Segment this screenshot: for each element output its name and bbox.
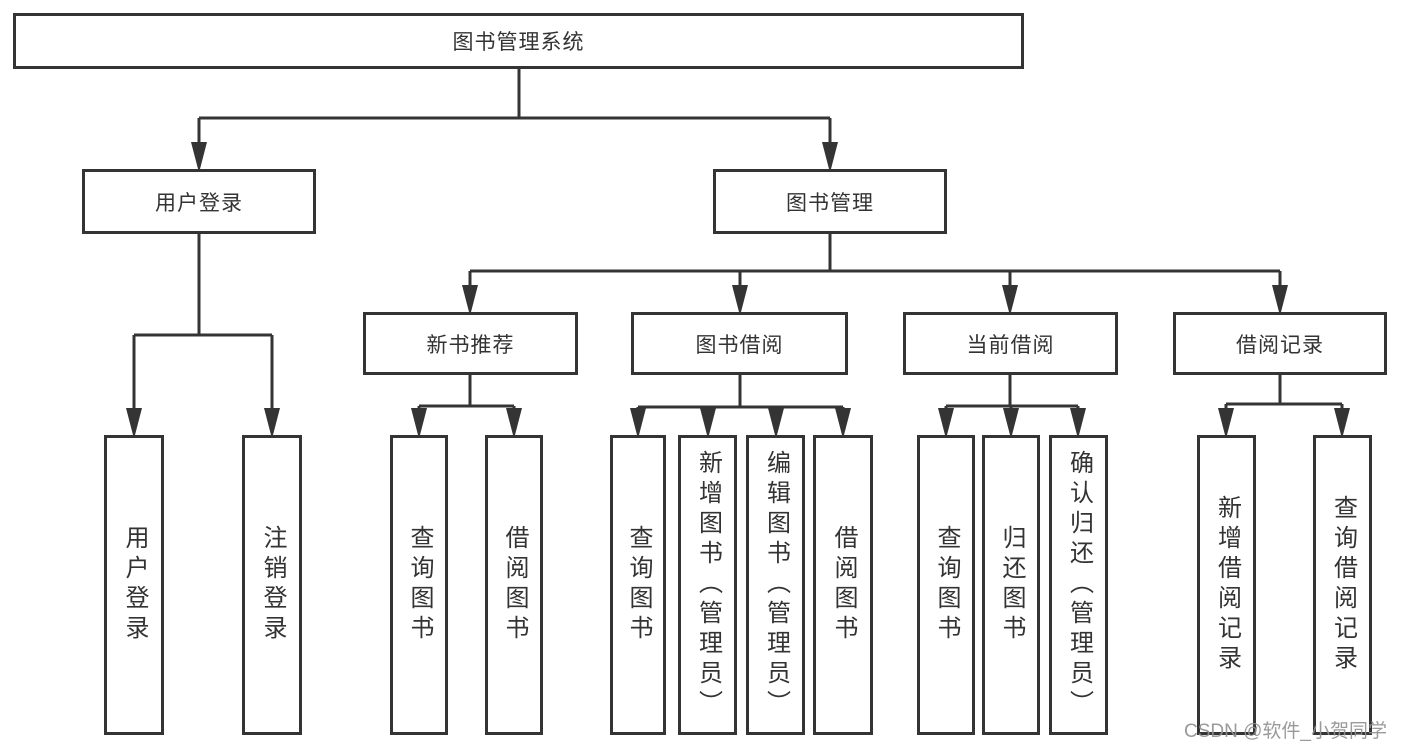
leaf-label: 查询图书 bbox=[933, 525, 960, 645]
node-user-login: 用户登录 bbox=[82, 169, 316, 234]
leaf-label: 用户登录 bbox=[121, 525, 148, 645]
leaf-label: 新增借阅记录 bbox=[1213, 495, 1241, 675]
leaf-logout-login: 注销登录 bbox=[242, 435, 302, 735]
leaf-label: 借阅图书 bbox=[501, 525, 528, 645]
leaf-user-login: 用户登录 bbox=[104, 435, 164, 735]
node-book-management: 图书管理 bbox=[713, 169, 947, 234]
node-label: 新书推荐 bbox=[426, 333, 515, 357]
node-book-borrowing: 图书借阅 bbox=[631, 312, 848, 375]
node-label: 用户登录 bbox=[155, 191, 243, 215]
leaf-query-borrow-record: 查询借阅记录 bbox=[1313, 435, 1372, 735]
leaf-edit-book-admin: 编辑图书（管理员） bbox=[746, 435, 805, 735]
leaf-label: 归还图书 bbox=[998, 525, 1025, 645]
leaf-label: 注销登录 bbox=[259, 525, 286, 645]
leaf-label: 查询借阅记录 bbox=[1329, 495, 1357, 675]
node-new-book-recommend: 新书推荐 bbox=[363, 312, 578, 375]
leaf-query-books-1: 查询图书 bbox=[390, 435, 448, 735]
node-label: 借阅记录 bbox=[1236, 333, 1324, 357]
leaf-add-borrow-record: 新增借阅记录 bbox=[1197, 435, 1256, 735]
leaf-label: 借阅图书 bbox=[830, 525, 857, 645]
leaf-query-books-2: 查询图书 bbox=[610, 435, 666, 735]
node-borrowing-records: 借阅记录 bbox=[1173, 312, 1387, 375]
node-label: 图书借阅 bbox=[695, 333, 784, 357]
leaf-label: 编辑图书（管理员） bbox=[762, 450, 790, 720]
leaf-label: 新增图书（管理员） bbox=[694, 450, 722, 720]
leaf-label: 查询图书 bbox=[625, 525, 652, 645]
node-current-borrowing: 当前借阅 bbox=[903, 312, 1118, 375]
node-label: 图书管理 bbox=[786, 191, 874, 215]
leaf-confirm-return-admin: 确认归还（管理员） bbox=[1049, 435, 1108, 735]
leaf-label: 确认归还（管理员） bbox=[1065, 450, 1093, 720]
leaf-query-books-3: 查询图书 bbox=[917, 435, 975, 735]
leaf-borrow-books-2: 借阅图书 bbox=[813, 435, 873, 735]
leaf-borrow-books-1: 借阅图书 bbox=[485, 435, 543, 735]
node-label: 当前借阅 bbox=[966, 333, 1055, 357]
node-label: 图书管理系统 bbox=[452, 31, 585, 54]
csdn-watermark: CSDN @软件_小贺同学 bbox=[1184, 721, 1387, 742]
leaf-label: 查询图书 bbox=[406, 525, 433, 645]
leaf-return-books: 归还图书 bbox=[982, 435, 1040, 735]
leaf-add-book-admin: 新增图书（管理员） bbox=[678, 435, 737, 735]
node-library-management-system: 图书管理系统 bbox=[13, 13, 1024, 69]
